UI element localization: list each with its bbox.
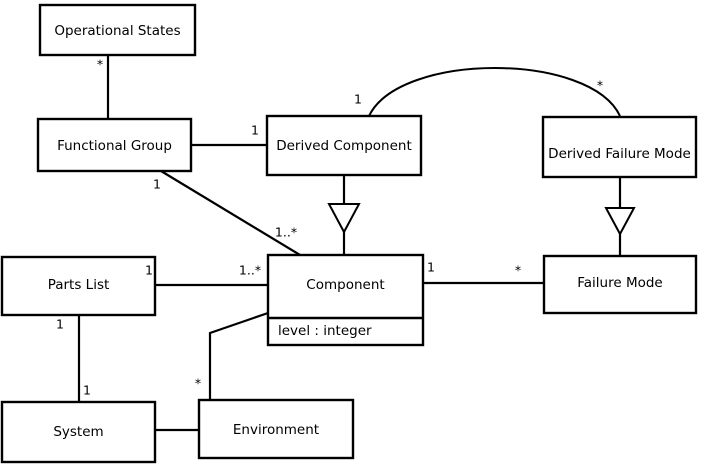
multiplicity-labels-layer: * 1 * 1 1 1..* 1..* 1 1 * 1 1 * xyxy=(56,57,603,398)
class-name-label: Component xyxy=(306,277,384,293)
class-box-rect xyxy=(265,114,423,177)
class-name-label: Functional Group xyxy=(57,138,172,154)
multiplicity-label: 1..* xyxy=(239,263,261,278)
class-box-rect xyxy=(0,400,157,464)
multiplicity-label: 1 xyxy=(153,177,161,192)
generalization-triangle-icon xyxy=(604,207,636,237)
class-box-rect xyxy=(541,115,698,179)
class-box-rect xyxy=(0,255,157,317)
class-name-label: Derived Failure Mode xyxy=(548,146,691,162)
class-box-operational-states[interactable]: Operational States xyxy=(38,3,197,57)
class-box-rect xyxy=(542,254,698,315)
multiplicity-label: * xyxy=(597,78,603,93)
class-box-derived-component[interactable]: Derived Component xyxy=(265,114,423,177)
association-component-environment[interactable] xyxy=(208,311,269,400)
class-attribute-label: level : integer xyxy=(278,323,372,339)
class-box-rect xyxy=(38,3,197,57)
class-box-rect xyxy=(36,117,193,173)
generalization-triangle-icon xyxy=(327,203,361,235)
class-name-label: System xyxy=(53,424,103,440)
class-name-label: Operational States xyxy=(54,23,180,39)
multiplicity-label: 1 xyxy=(427,260,435,275)
multiplicity-label: 1..* xyxy=(275,225,297,240)
class-box-derived-failure-mode[interactable]: Derived Failure Mode xyxy=(541,115,698,179)
class-name-label: Environment xyxy=(233,422,319,438)
associations-layer xyxy=(77,55,621,432)
class-name-label: Failure Mode xyxy=(577,275,663,291)
class-box-rect xyxy=(266,253,425,347)
multiplicity-label: 1 xyxy=(83,383,91,398)
multiplicity-label: 1 xyxy=(354,92,362,107)
class-box-parts-list[interactable]: Parts List xyxy=(0,255,157,317)
association-derived-component-derived-failure-mode[interactable] xyxy=(368,67,621,117)
multiplicity-label: * xyxy=(515,263,521,278)
multiplicity-label: 1 xyxy=(145,263,153,278)
generalization-derived-component-component[interactable] xyxy=(327,175,361,255)
multiplicity-label: * xyxy=(97,57,103,72)
class-box-rect xyxy=(197,398,355,460)
class-box-failure-mode[interactable]: Failure Mode xyxy=(542,254,698,315)
class-box-system[interactable]: System xyxy=(0,400,157,464)
generalization-derived-failure-mode-failure-mode[interactable] xyxy=(604,177,636,256)
multiplicity-label: 1 xyxy=(251,123,259,138)
association-functional-group-component[interactable] xyxy=(160,170,301,256)
class-box-environment[interactable]: Environment xyxy=(197,398,355,460)
class-name-label: Parts List xyxy=(48,277,110,293)
class-name-label: Derived Component xyxy=(276,138,412,154)
class-box-functional-group[interactable]: Functional Group xyxy=(36,117,193,173)
multiplicity-label: * xyxy=(195,376,201,391)
class-box-component[interactable]: Component level : integer xyxy=(266,253,425,347)
multiplicity-label: 1 xyxy=(56,317,64,332)
